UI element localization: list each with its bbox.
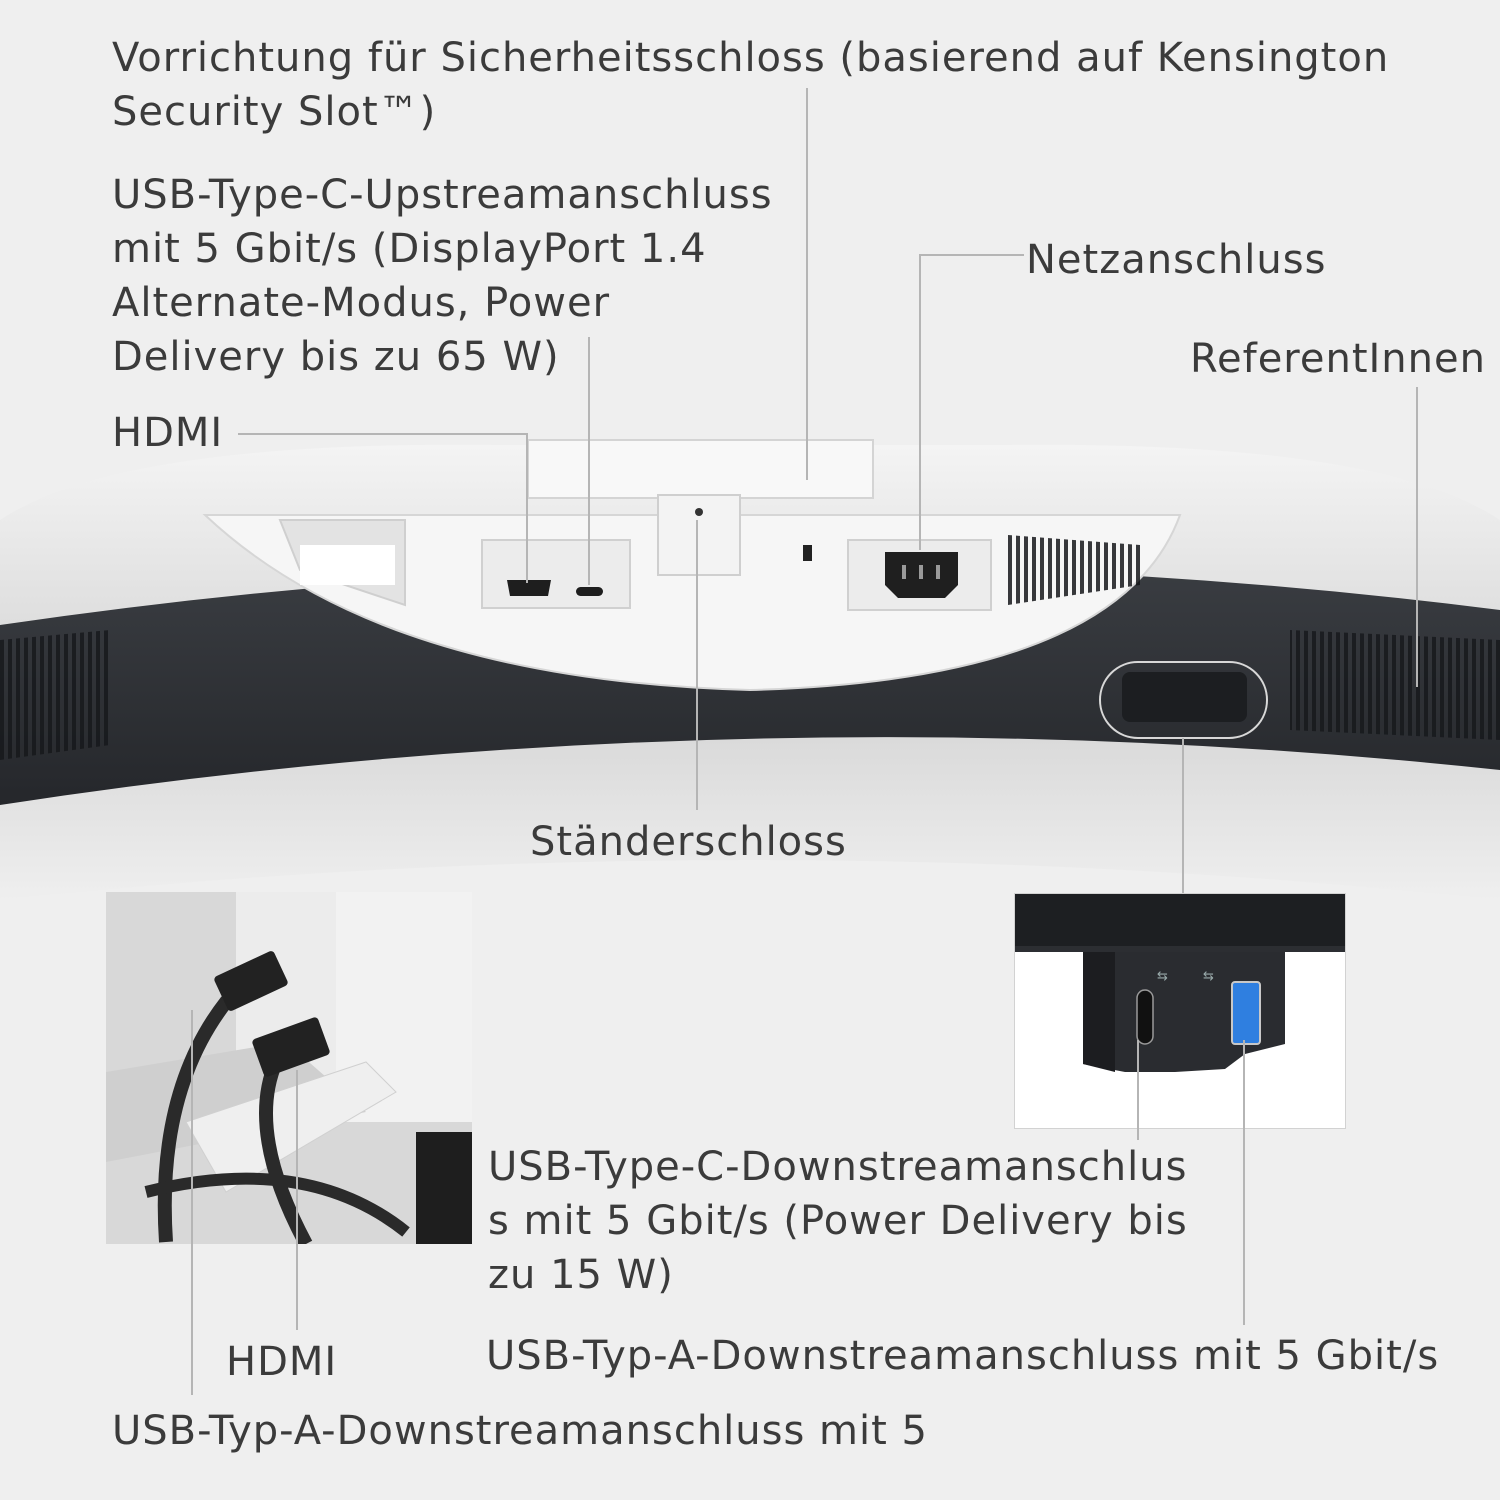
usbc-downstream-port (1136, 989, 1154, 1045)
label-hdmi-bottom: HDMI (226, 1339, 338, 1385)
cable-inset-photo (106, 892, 472, 1244)
security-slot (803, 545, 812, 561)
right-speaker-vent (1290, 630, 1500, 740)
label-usbc-downstream: USB-Type-C-Downstreamanschlus s mit 5 Gb… (488, 1144, 1188, 1298)
leader-stand-lock (696, 520, 698, 810)
leader-usba-downstream-right (1243, 1040, 1245, 1325)
leader-security-slot (806, 88, 808, 480)
label-usba-downstream-left: USB-Typ-A-Downstreamanschluss mit 5 (112, 1408, 928, 1454)
leader-hdmi-bottom (296, 1070, 298, 1330)
leader-usbc-upstream (588, 337, 590, 585)
leader-hdmi-top-v (526, 433, 528, 583)
label-speakers: ReferentInnen (1190, 336, 1486, 382)
stand-lock (657, 494, 741, 576)
side-port-cover (1122, 672, 1247, 722)
hdmi-port (507, 580, 551, 596)
stand-neck (527, 439, 874, 499)
label-security-slot: Vorrichtung für Sicherheitsschloss (basi… (112, 35, 1390, 135)
label-usba-downstream-right: USB-Typ-A-Downstreamanschluss mit 5 Gbit… (486, 1333, 1440, 1379)
usbc-upstream-port (576, 587, 603, 596)
svg-text:⇆: ⇆ (1203, 969, 1214, 984)
leader-power-h (919, 254, 1024, 256)
rear-vent (1008, 535, 1140, 605)
leader-usba-downstream-left (191, 1010, 193, 1395)
label-hdmi-top: HDMI (112, 410, 224, 456)
leader-side-ports (1182, 738, 1184, 893)
leader-speakers (1416, 387, 1418, 687)
usba-downstream-port (1231, 981, 1261, 1045)
side-ports-illustration: ⇆ ⇆ (1015, 894, 1345, 1072)
cable-inset-illustration (106, 892, 472, 1244)
label-usbc-upstream: USB-Type-C-Upstreamanschluss mit 5 Gbit/… (112, 172, 773, 380)
label-power: Netzanschluss (1026, 237, 1327, 283)
side-ports-inset-photo: ⇆ ⇆ (1014, 893, 1346, 1129)
leader-hdmi-top-h (238, 433, 528, 435)
svg-text:⇆: ⇆ (1157, 969, 1168, 984)
left-speaker-vent (0, 630, 110, 760)
hdmi-usbc-port-block (481, 539, 631, 609)
leader-power-v (919, 254, 921, 550)
leader-usbc-downstream (1137, 1040, 1139, 1140)
label-stand-lock: Ständerschloss (530, 819, 847, 865)
